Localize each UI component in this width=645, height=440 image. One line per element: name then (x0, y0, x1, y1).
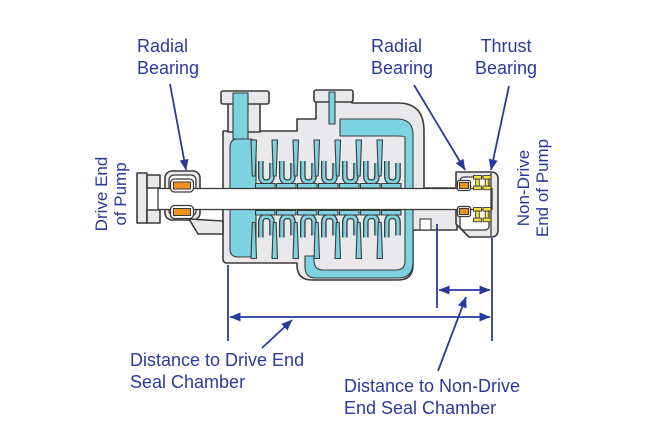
label-drive-end-of-pump: Drive End of Pump (92, 157, 130, 232)
label-line: End Seal Chamber (344, 398, 497, 418)
label-line: Drive End (92, 156, 111, 232)
label-distance-non-drive-end-seal-chamber: Distance to Non-Drive End Seal Chamber (344, 375, 520, 419)
label-line: Seal Chamber (130, 372, 246, 392)
leader-distance-drive-end (261, 319, 293, 349)
label-line: Bearing (137, 58, 200, 78)
leader-radial-bearing-right (413, 84, 466, 171)
pump-shaft (157, 187, 493, 211)
leader-radial-bearing-left (169, 83, 189, 171)
label-line: Non-Drive (514, 149, 533, 227)
label-line: Radial (137, 36, 189, 56)
label-radial-bearing-non-drive-end: Radial Bearing (371, 35, 433, 79)
label-line: of Pump (111, 162, 130, 226)
leader-distance-nde (437, 296, 467, 372)
seal-chamber-bracket-drive-end (188, 218, 224, 235)
label-line: Bearing (474, 58, 538, 78)
coupling-flange (136, 172, 161, 224)
label-line: Distance to Drive End (130, 350, 305, 370)
label-line: Distance to Non-Drive (344, 376, 521, 396)
label-non-drive-end-of-pump: Non-Drive End of Pump (514, 139, 552, 237)
leader-arrows (169, 83, 510, 372)
dimension-lines (227, 224, 493, 341)
label-line: Radial (371, 36, 423, 56)
label-line: Thrust (480, 36, 532, 56)
radial-bearing-rollers-drive-end (169, 178, 195, 220)
label-line: End of Pump (533, 138, 552, 238)
label-radial-bearing-drive-end: Radial Bearing (137, 35, 199, 79)
seal-chamber-notch (419, 218, 432, 231)
label-distance-drive-end-seal-chamber: Distance to Drive End Seal Chamber (130, 349, 304, 393)
discharge-channel (328, 91, 336, 125)
label-thrust-bearing: Thrust Bearing (466, 35, 546, 79)
suction-channel (232, 92, 249, 140)
label-line: Bearing (371, 58, 434, 78)
leader-thrust-bearing (488, 85, 510, 171)
radial-bearing-rollers-non-drive-end (456, 179, 472, 218)
